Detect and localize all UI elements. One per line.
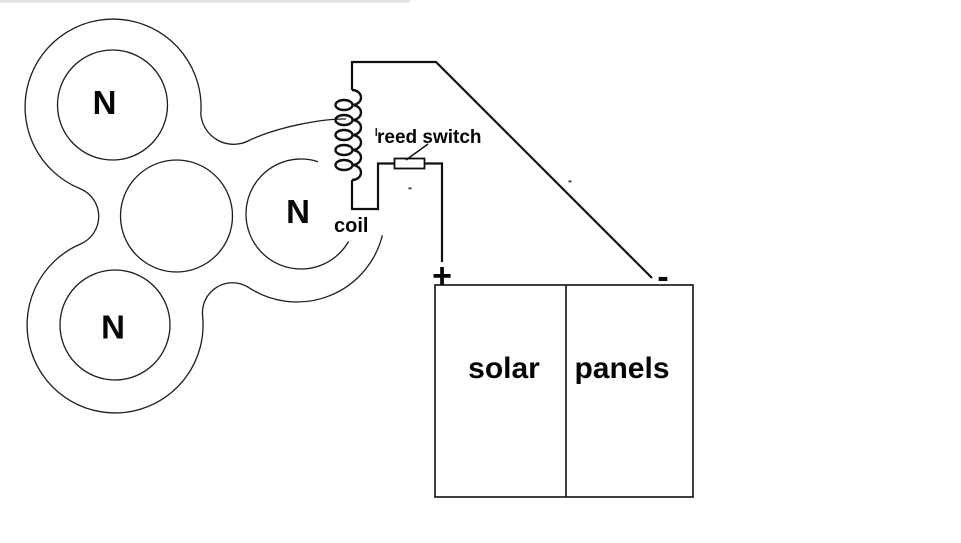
reed-switch-label: reed switch [377,127,482,148]
ink-speck [568,180,572,183]
ink-speck [408,187,412,190]
magnet-label-top-left: N [93,84,117,121]
coil-loops [334,98,354,172]
negative-terminal-label: - [657,258,668,296]
magnet-circle-top-left [56,49,169,161]
wire-coil-to-reed [350,162,395,211]
bearing-circle [119,159,234,273]
fidget-spinner-outline [24,18,384,414]
positive-terminal-label: + [432,257,452,295]
solar-cell-right-label: panels [574,352,669,385]
wire-top-diagonal [350,60,653,279]
magnet-circle-bottom-left [59,269,171,381]
magnet-circle-right [245,158,350,270]
solar-cell-left-label: solar [468,352,540,385]
magnet-label-bottom-left: N [101,309,125,346]
reed-switch-symbol [393,157,426,170]
top-artifact-strip [0,0,410,3]
coil-label: coil [334,215,368,237]
solar-panel-box [434,284,694,498]
magnet-label-right: N [286,193,310,230]
reed-switch-pointer-line [405,143,429,161]
ink-speck [375,128,378,136]
wire-reed-to-positive [424,162,444,262]
